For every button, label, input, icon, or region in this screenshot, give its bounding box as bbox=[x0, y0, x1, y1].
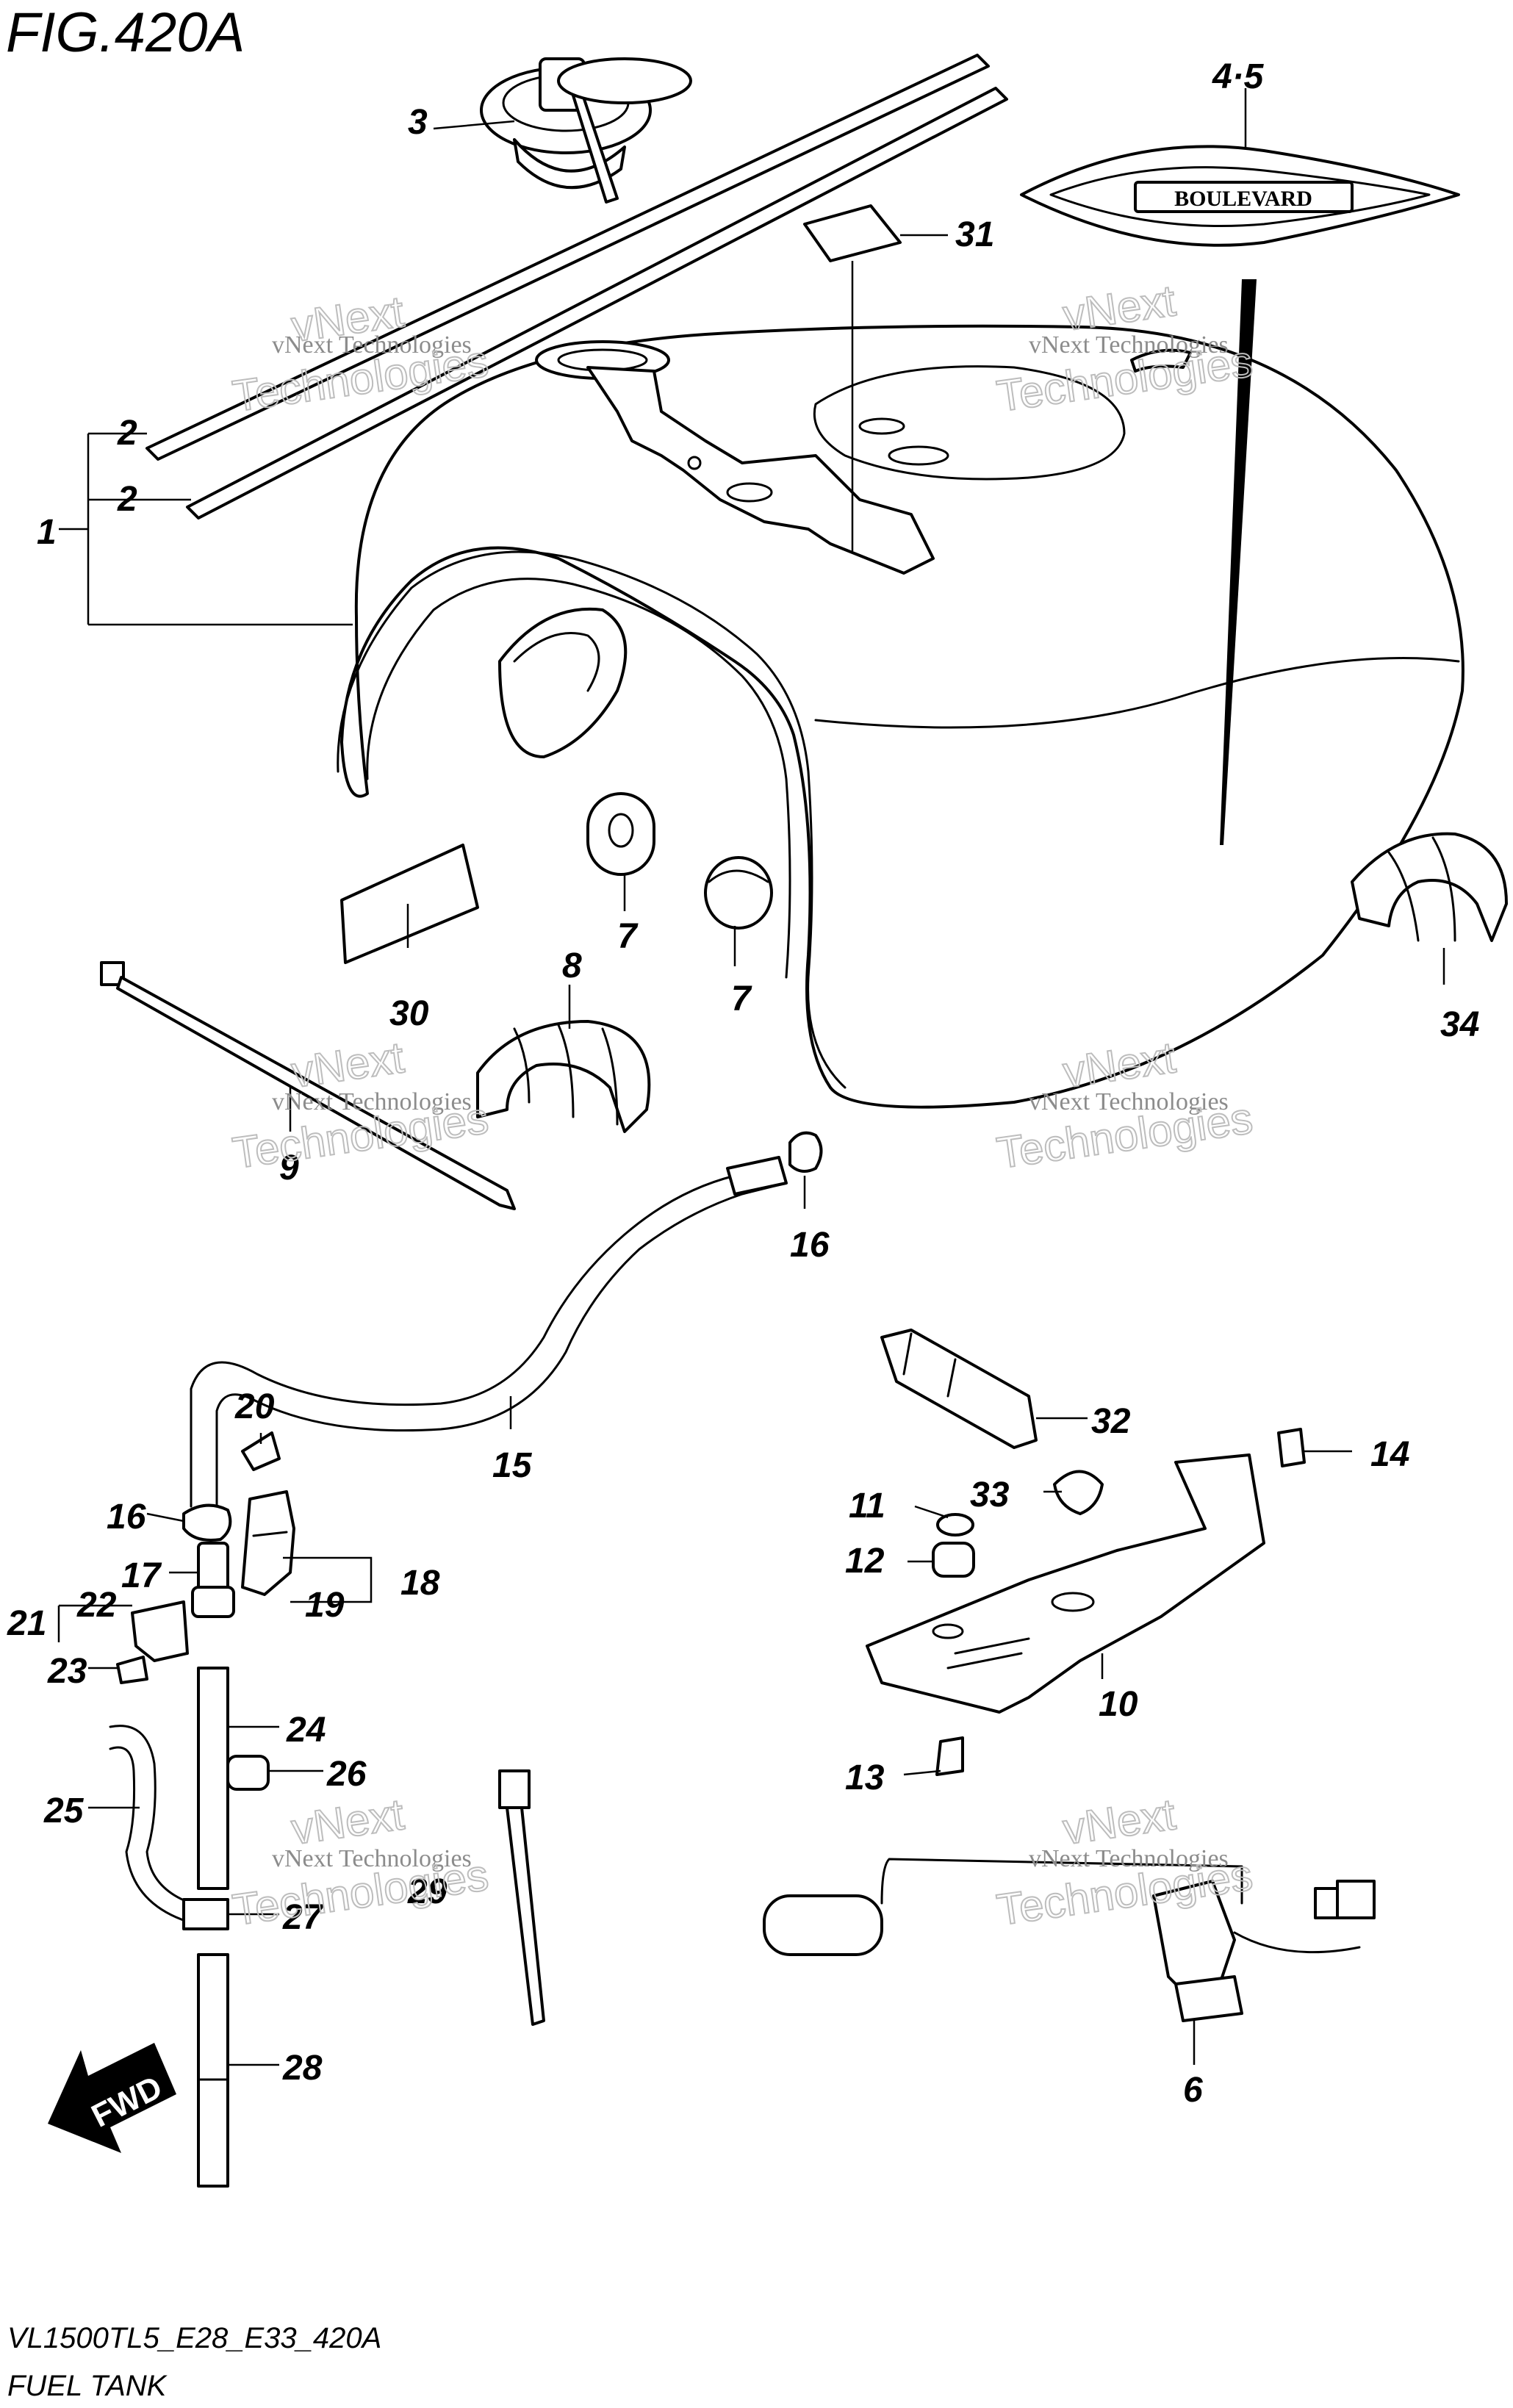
svg-text:vNext: vNext bbox=[288, 1032, 407, 1097]
svg-text:vNext: vNext bbox=[288, 1789, 407, 1854]
callout-11: 11 bbox=[849, 1487, 885, 1525]
callout-34: 34 bbox=[1440, 1005, 1479, 1044]
callout-7a: 7 bbox=[617, 917, 639, 956]
fuel-cap-part bbox=[480, 57, 692, 204]
svg-text:vNext: vNext bbox=[1060, 1789, 1179, 1854]
callout-15: 15 bbox=[492, 1446, 533, 1485]
callout-31: 31 bbox=[955, 215, 994, 254]
callout-27: 27 bbox=[282, 1898, 324, 1937]
leader-lines bbox=[57, 88, 1445, 2066]
cushion-34-part bbox=[1351, 832, 1508, 942]
svg-text:vNext Technologies: vNext Technologies bbox=[1029, 1845, 1229, 1872]
svg-text:vNext Technologies: vNext Technologies bbox=[272, 331, 472, 359]
svg-text:vNext: vNext bbox=[1060, 276, 1179, 340]
svg-text:vNext Technologies: vNext Technologies bbox=[272, 1088, 472, 1115]
callout-33: 33 bbox=[970, 1476, 1010, 1514]
watermark-5: vNext Technologies vNext Technologies bbox=[229, 1789, 492, 1936]
grommet-7a-part bbox=[586, 792, 655, 876]
callout-2b: 2 bbox=[117, 480, 137, 519]
diagram-code: VL1500TL5_E28_E33_420A bbox=[7, 2322, 381, 2354]
callout-28: 28 bbox=[282, 2049, 323, 2088]
figure-title: FIG.420A bbox=[6, 1, 245, 64]
svg-text:vNext Technologies: vNext Technologies bbox=[1029, 1088, 1229, 1115]
badge-text: BOULEVARD bbox=[1174, 187, 1312, 211]
label-31-part bbox=[803, 204, 902, 262]
fuel-tank-part bbox=[337, 279, 1465, 1109]
cable-tie-29-part bbox=[498, 1769, 545, 2026]
diagram-name: FUEL TANK bbox=[7, 2370, 168, 2402]
callout-9: 9 bbox=[279, 1149, 299, 1187]
breather-hose-15-part bbox=[190, 1156, 788, 1508]
svg-text:vNext Technologies: vNext Technologies bbox=[272, 1845, 472, 1872]
callout-6: 6 bbox=[1183, 2071, 1203, 2110]
svg-text:vNext Technologies: vNext Technologies bbox=[1029, 331, 1229, 359]
callout-24: 24 bbox=[286, 1711, 326, 1750]
callout-30: 30 bbox=[389, 994, 429, 1033]
callout-13: 13 bbox=[845, 1758, 885, 1797]
watermark-3: vNext Technologies vNext Technologies bbox=[229, 1032, 492, 1179]
callout-32: 32 bbox=[1091, 1402, 1131, 1441]
callout-17: 17 bbox=[121, 1556, 162, 1595]
label-30-part bbox=[340, 844, 479, 964]
callout-26: 26 bbox=[326, 1755, 367, 1794]
callout-18: 18 bbox=[400, 1564, 440, 1603]
callout-14: 14 bbox=[1370, 1435, 1409, 1474]
callout-21: 21 bbox=[7, 1604, 46, 1643]
fuel-gauge-6-part bbox=[763, 1858, 1376, 2022]
callout-7b: 7 bbox=[731, 980, 752, 1018]
callout-3: 3 bbox=[408, 103, 428, 142]
callout-25: 25 bbox=[43, 1791, 85, 1830]
mount-bracket-assembly bbox=[866, 1329, 1306, 1776]
forward-arrow-icon: FWD bbox=[48, 2043, 176, 2153]
tank-strips-part bbox=[145, 54, 1008, 520]
callout-10: 10 bbox=[1099, 1685, 1138, 1724]
hose-clamp-16a-part bbox=[788, 1131, 823, 1173]
cable-tie-9-part bbox=[100, 961, 516, 1210]
callout-23: 23 bbox=[47, 1652, 87, 1691]
cushion-8-part bbox=[476, 1020, 651, 1133]
callout-22: 22 bbox=[76, 1586, 117, 1625]
callout-4-5: 4·5 bbox=[1212, 57, 1265, 96]
grommet-7b-part bbox=[704, 856, 773, 930]
callout-16a: 16 bbox=[790, 1226, 830, 1265]
callout-12: 12 bbox=[845, 1542, 885, 1581]
vent-valve-assembly bbox=[109, 1431, 295, 2188]
callout-8: 8 bbox=[562, 946, 582, 985]
callout-29: 29 bbox=[407, 1872, 448, 1911]
boulevard-badge-part: BOULEVARD bbox=[1020, 145, 1460, 247]
callout-19: 19 bbox=[305, 1586, 345, 1625]
callout-1: 1 bbox=[37, 513, 57, 552]
callout-16b: 16 bbox=[107, 1498, 146, 1537]
callout-2a: 2 bbox=[117, 414, 137, 453]
callout-20: 20 bbox=[234, 1387, 275, 1426]
